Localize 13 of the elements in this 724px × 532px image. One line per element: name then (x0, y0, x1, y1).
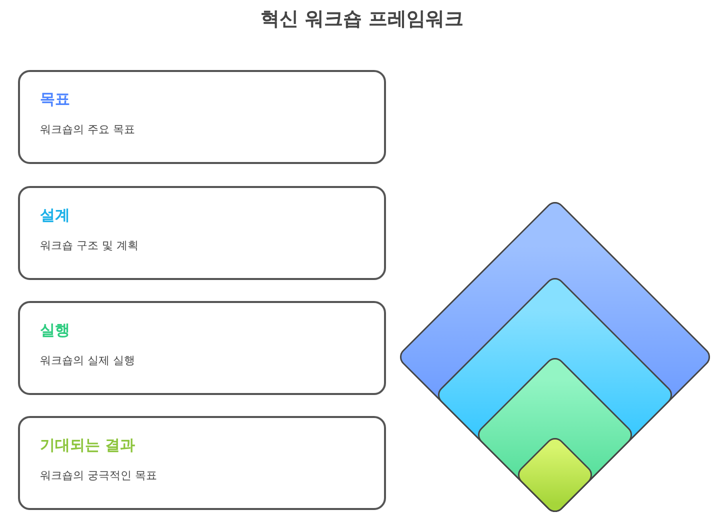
info-card (18, 416, 386, 510)
info-card (18, 70, 386, 164)
card-description: 워크숍의 궁극적인 목표 (40, 468, 157, 483)
card-description: 워크숍의 주요 목표 (40, 122, 135, 137)
card-heading: 목표 (40, 90, 70, 109)
info-card (18, 186, 386, 280)
card-heading: 실행 (40, 321, 70, 340)
info-card (18, 301, 386, 395)
card-heading: 기대되는 결과 (40, 436, 136, 455)
card-description: 워크숍 구조 및 계획 (40, 238, 138, 253)
card-description: 워크숍의 실제 실행 (40, 353, 135, 368)
card-heading: 설계 (40, 206, 70, 225)
title: 혁신 워크숍 프레임워크 (259, 7, 465, 32)
